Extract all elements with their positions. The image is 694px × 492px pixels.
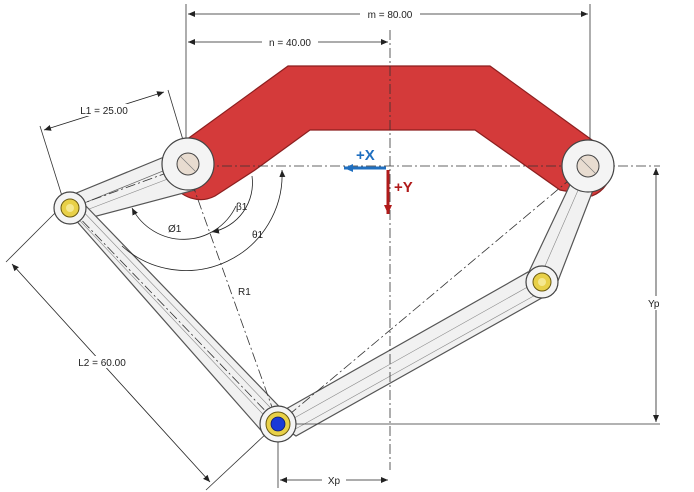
right-elbow-pin <box>525 265 559 299</box>
right-long-link <box>268 271 558 437</box>
left-elbow-pin <box>53 191 87 225</box>
angle-arcs <box>121 169 286 271</box>
dimension-l2-label: L2 = 60.00 <box>78 358 126 369</box>
radius-r1-label: R1 <box>238 287 251 298</box>
dimension-l2: L2 = 60.00 <box>5 211 269 491</box>
x-axis-label: +X <box>356 147 375 164</box>
y-axis-indicator: +Y <box>384 170 413 214</box>
dimension-m: m = 80.00 <box>185 4 591 150</box>
dimension-m-label: m = 80.00 <box>368 10 413 21</box>
left-base-pin <box>161 137 215 191</box>
right-base-pin <box>561 139 615 193</box>
y-axis-label: +Y <box>394 179 413 196</box>
dimension-n-label: n = 40.00 <box>269 38 311 49</box>
angle-phi1-label: Ø1 <box>168 224 182 235</box>
dimension-yp: Yp <box>648 168 666 422</box>
dimension-l1-label: L1 = 25.00 <box>80 106 128 117</box>
angle-theta1-label: θ1 <box>252 230 264 241</box>
dimension-l1: L1 = 25.00 <box>39 89 187 197</box>
x-axis-indicator: +X <box>344 147 386 172</box>
dimension-xp: Xp <box>277 430 388 488</box>
angle-beta1-label: β1 <box>236 202 248 213</box>
end-effector-pin <box>259 405 297 443</box>
dimension-yp-label: Yp <box>648 299 660 310</box>
dimension-n: n = 40.00 <box>188 36 388 49</box>
dimension-xp-label: Xp <box>328 476 341 487</box>
